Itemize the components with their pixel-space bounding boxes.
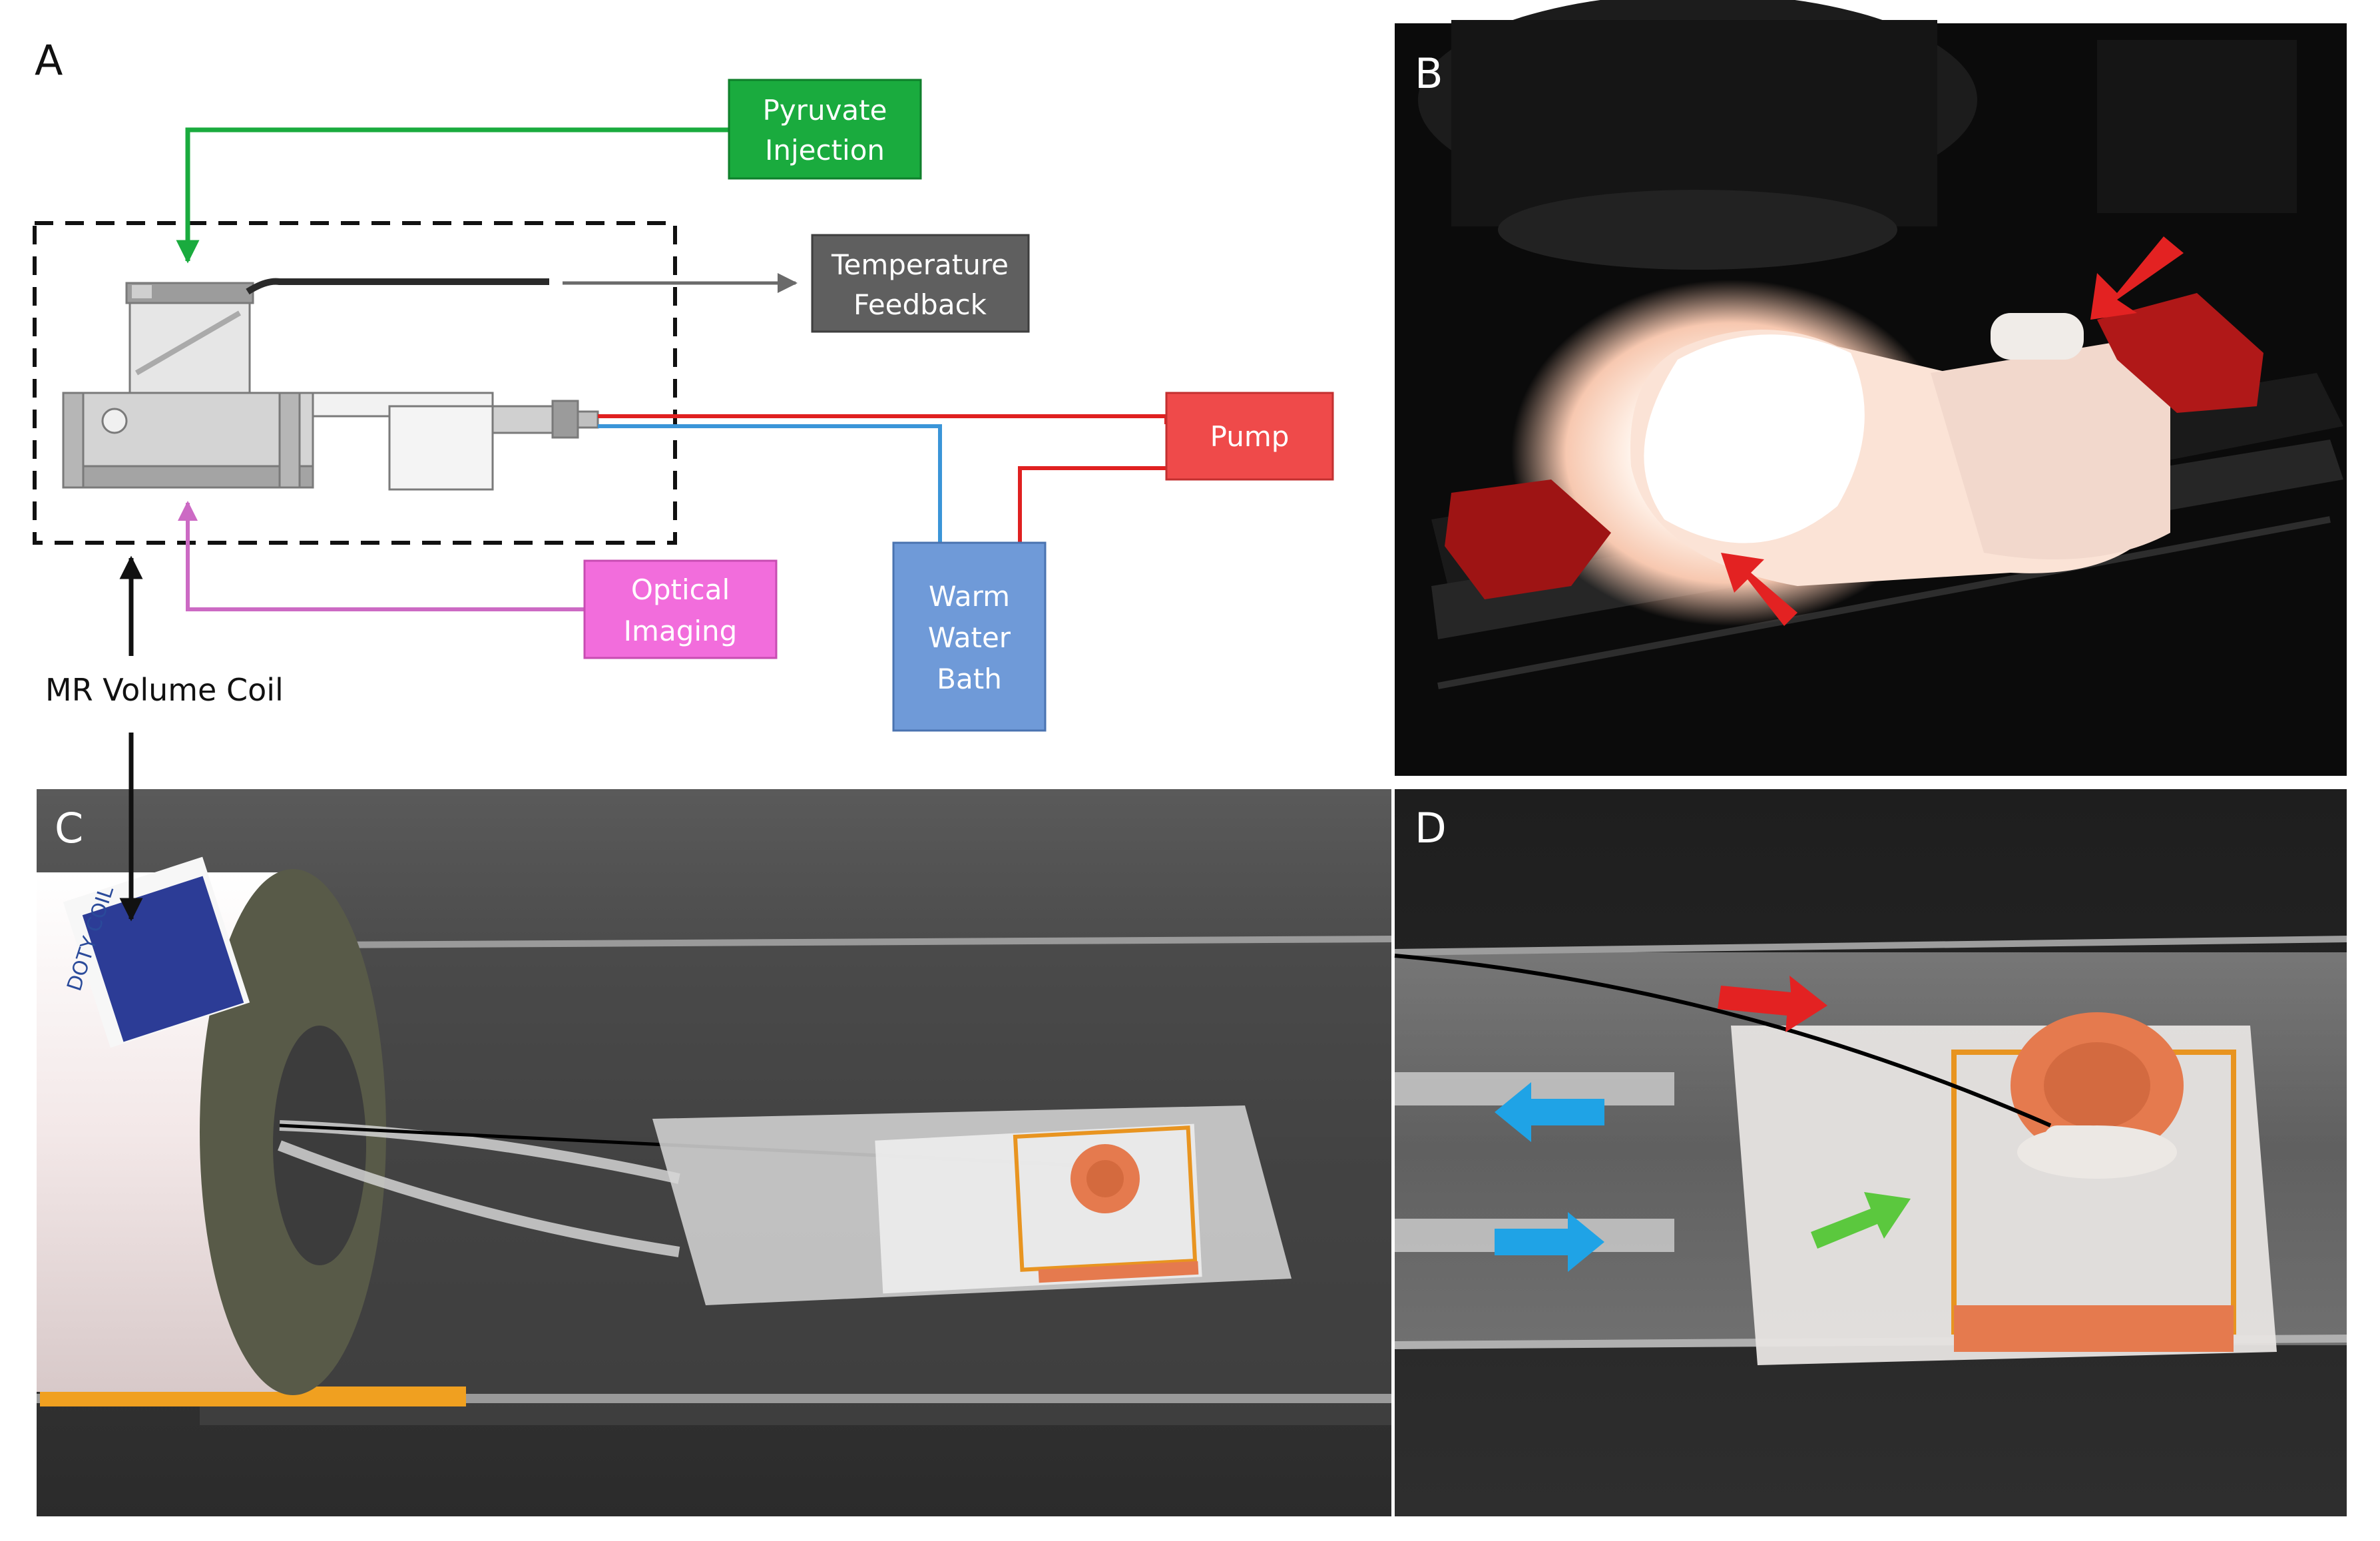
coil-label: MR Volume Coil	[45, 672, 284, 708]
bioreactor-device-drawing	[62, 278, 599, 491]
panel-d-photo: D	[1394, 789, 2347, 1516]
svg-text:Optical: Optical	[631, 573, 730, 606]
blue-inlet-line	[598, 424, 942, 543]
svg-text:Temperature: Temperature	[831, 248, 1009, 281]
panel-a-label: A	[35, 36, 63, 85]
pump-box: Pump	[1165, 392, 1334, 481]
blue-arrow-icon	[1495, 1082, 1604, 1142]
panel-a-diagram: A	[33, 36, 1334, 732]
device-enclosure	[33, 221, 677, 545]
panel-b-photo: B	[1395, 0, 2347, 776]
svg-text:Pyruvate: Pyruvate	[763, 94, 887, 127]
svg-text:Bath: Bath	[937, 663, 1002, 695]
warm-water-bath-box: Warm Water Bath	[892, 541, 1047, 732]
svg-text:Pump: Pump	[1210, 420, 1290, 453]
red-return-line	[1018, 466, 1166, 543]
pyruvate-injection-box: Pyruvate Injection	[728, 79, 922, 180]
temperature-feedback-box: Temperature Feedback	[811, 234, 1030, 333]
svg-text:Warm: Warm	[929, 580, 1010, 613]
svg-text:Feedback: Feedback	[853, 288, 987, 321]
optical-line	[178, 501, 585, 611]
red-outlet-line	[598, 414, 1168, 424]
svg-text:Injection: Injection	[765, 134, 885, 166]
svg-text:Water: Water	[928, 621, 1011, 654]
green-arrow-icon	[1811, 1192, 1911, 1249]
panel-c-label: C	[55, 804, 83, 852]
red-arrow-icon	[2090, 236, 2184, 320]
pyruvate-line	[176, 127, 729, 264]
blue-arrow-icon	[1495, 1212, 1604, 1272]
red-arrow-icon	[1718, 976, 1827, 1032]
optical-imaging-box: Optical Imaging	[583, 559, 778, 659]
svg-text:Imaging: Imaging	[624, 615, 738, 647]
panel-d-label: D	[1415, 804, 1447, 852]
panel-c-photo: DOTY COIL C	[37, 733, 1392, 1516]
red-arrow-icon	[1721, 553, 1797, 626]
panel-b-label: B	[1415, 49, 1443, 98]
